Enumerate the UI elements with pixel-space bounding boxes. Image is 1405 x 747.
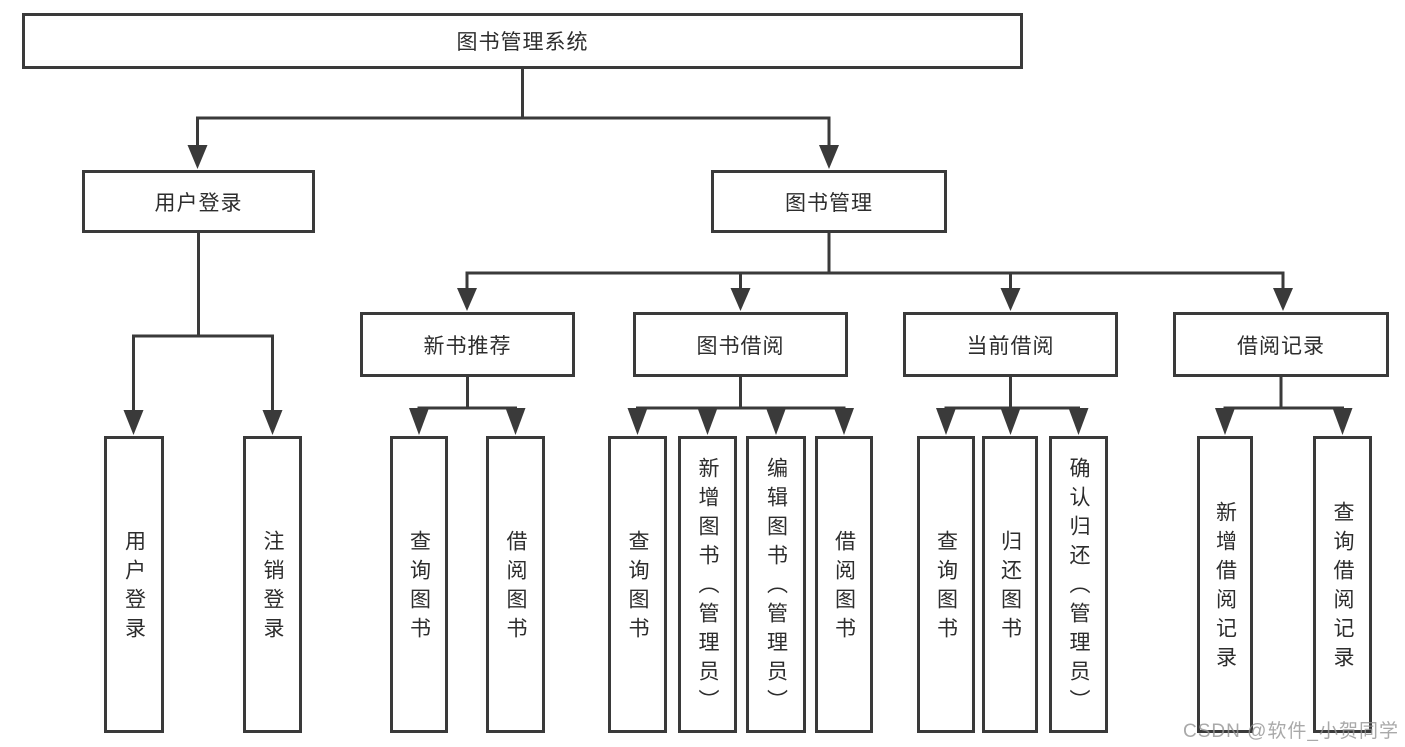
arrow-new-book-rec xyxy=(457,288,477,311)
node-root-label: 图书管理系统 xyxy=(456,31,589,54)
node-user-login-label: 用户登录 xyxy=(154,191,243,215)
node-user-login: 用户登录 xyxy=(82,170,315,233)
arrow-nb-query xyxy=(409,408,429,435)
node-leaf-cb-return-books-label: 归还图书 xyxy=(998,529,1022,646)
node-leaf-cb-query-books-label: 查询图书 xyxy=(934,529,958,646)
node-borrow-record: 借阅记录 xyxy=(1173,312,1389,377)
arrow-br-query xyxy=(1332,408,1353,435)
node-book-borrow: 图书借阅 xyxy=(633,312,848,377)
node-leaf-cb-query-books: 查询图书 xyxy=(917,436,975,733)
arrow-cb-query xyxy=(936,408,956,435)
csdn-watermark: CSDN @软件_小贺同学 xyxy=(1183,721,1399,742)
node-new-book-rec: 新书推荐 xyxy=(360,312,575,377)
arrow-book-borrow xyxy=(730,288,751,311)
node-leaf-cb-confirm-return-admin-label: 确认归还（管理员） xyxy=(1067,457,1090,718)
arrow-book-mgmt xyxy=(819,145,839,169)
arrow-user-login xyxy=(187,145,208,169)
node-leaf-br-add-record: 新增借阅记录 xyxy=(1197,436,1253,733)
arrow-bb-query xyxy=(627,408,648,435)
node-leaf-bb-edit-books-admin-label: 编辑图书（管理员） xyxy=(764,457,788,718)
arrow-br-add xyxy=(1215,408,1235,435)
arrow-nb-borrow xyxy=(505,408,526,435)
node-leaf-cb-confirm-return-admin: 确认归还（管理员） xyxy=(1049,436,1108,733)
node-leaf-bb-edit-books-admin: 编辑图书（管理员） xyxy=(746,436,806,733)
arrow-bb-edit xyxy=(766,408,786,435)
node-leaf-bb-borrow-books: 借阅图书 xyxy=(815,436,873,733)
node-root: 图书管理系统 xyxy=(22,13,1023,69)
node-new-book-rec-label: 新书推荐 xyxy=(423,334,512,358)
node-leaf-br-query-record-label: 查询借阅记录 xyxy=(1331,500,1354,675)
node-leaf-nb-query-books: 查询图书 xyxy=(390,436,448,733)
node-book-mgmt-label: 图书管理 xyxy=(785,191,873,215)
node-leaf-user-login-label: 用户登录 xyxy=(122,529,146,646)
arrow-bb-add xyxy=(697,408,718,435)
node-book-borrow-label: 图书借阅 xyxy=(696,334,785,358)
node-leaf-logout-label: 注销登录 xyxy=(261,529,284,646)
node-leaf-bb-query-books: 查询图书 xyxy=(608,436,667,733)
node-borrow-record-label: 借阅记录 xyxy=(1237,334,1325,358)
node-current-borrow: 当前借阅 xyxy=(903,312,1118,377)
node-leaf-bb-add-books-admin: 新增图书（管理员） xyxy=(678,436,737,733)
arrow-cb-confirm xyxy=(1068,408,1089,435)
arrow-ul-logout xyxy=(262,410,283,435)
arrow-borrow-record xyxy=(1273,288,1293,311)
node-leaf-nb-borrow-books: 借阅图书 xyxy=(486,436,545,733)
node-leaf-nb-borrow-books-label: 借阅图书 xyxy=(504,529,527,646)
node-leaf-bb-add-books-admin-label: 新增图书（管理员） xyxy=(696,457,719,718)
node-leaf-br-query-record: 查询借阅记录 xyxy=(1313,436,1372,733)
arrow-current-borrow xyxy=(1000,288,1021,311)
node-leaf-bb-borrow-books-label: 借阅图书 xyxy=(832,529,856,646)
node-leaf-nb-query-books-label: 查询图书 xyxy=(407,529,431,646)
node-leaf-user-login: 用户登录 xyxy=(104,436,164,733)
node-leaf-logout: 注销登录 xyxy=(243,436,302,733)
node-current-borrow-label: 当前借阅 xyxy=(966,334,1055,358)
node-book-mgmt: 图书管理 xyxy=(711,170,947,233)
arrow-bb-borrow xyxy=(834,408,854,435)
node-leaf-bb-query-books-label: 查询图书 xyxy=(626,529,649,646)
arrow-cb-return xyxy=(1000,408,1021,435)
arrow-ul-login xyxy=(123,410,144,435)
node-leaf-cb-return-books: 归还图书 xyxy=(982,436,1038,733)
node-leaf-br-add-record-label: 新增借阅记录 xyxy=(1213,500,1237,675)
